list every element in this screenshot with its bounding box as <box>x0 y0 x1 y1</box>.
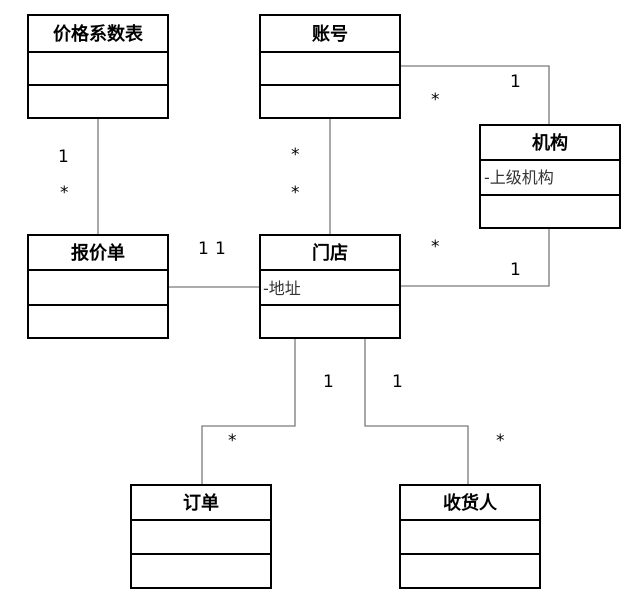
class-name-order: 订单 <box>183 492 219 514</box>
mult-quote-store-store-side: 1 <box>215 239 226 259</box>
assoc-line-store-org <box>400 228 550 287</box>
class-order[interactable]: 订单 <box>130 484 272 589</box>
mult-account-side: * <box>291 145 300 165</box>
mult-store-order-order-side: * <box>228 431 237 451</box>
class-attr-store-address: -地址 <box>263 279 301 298</box>
assoc-line-account-org <box>400 65 550 125</box>
class-name-account: 账号 <box>312 24 348 45</box>
mult-account-org-org-side: 1 <box>510 72 521 92</box>
mult-store-receiver-store-side: 1 <box>392 372 403 392</box>
class-attr-org-parent: -上级机构 <box>484 168 554 187</box>
mult-store-side: * <box>291 183 300 203</box>
class-quote[interactable]: 报价单 <box>27 234 169 339</box>
class-name-quote: 报价单 <box>71 242 125 264</box>
class-name-org: 机构 <box>532 132 568 154</box>
mult-store-org-org-side: 1 <box>510 260 521 280</box>
assoc-line-store-order <box>201 338 296 485</box>
class-name-receiver: 收货人 <box>443 492 498 514</box>
assoc-line-store-receiver <box>364 338 469 485</box>
mult-quote-store-quote-side: 1 <box>198 239 209 259</box>
mult-price-table-side: 1 <box>58 147 69 167</box>
mult-account-org-account-side: * <box>431 90 440 110</box>
class-name-store: 门店 <box>312 242 348 264</box>
class-price-table[interactable]: 价格系数表 <box>27 14 169 119</box>
class-org[interactable]: 机构 -上级机构 <box>479 124 621 229</box>
class-receiver[interactable]: 收货人 <box>399 484 541 589</box>
mult-store-org-store-side: * <box>431 237 440 257</box>
mult-quote-side: * <box>60 183 69 203</box>
class-name-price-table: 价格系数表 <box>53 23 144 45</box>
class-store[interactable]: 门店 -地址 <box>259 234 401 339</box>
mult-store-receiver-receiver-side: * <box>496 431 505 451</box>
class-account[interactable]: 账号 <box>259 14 401 119</box>
mult-store-order-store-side: 1 <box>323 372 334 392</box>
